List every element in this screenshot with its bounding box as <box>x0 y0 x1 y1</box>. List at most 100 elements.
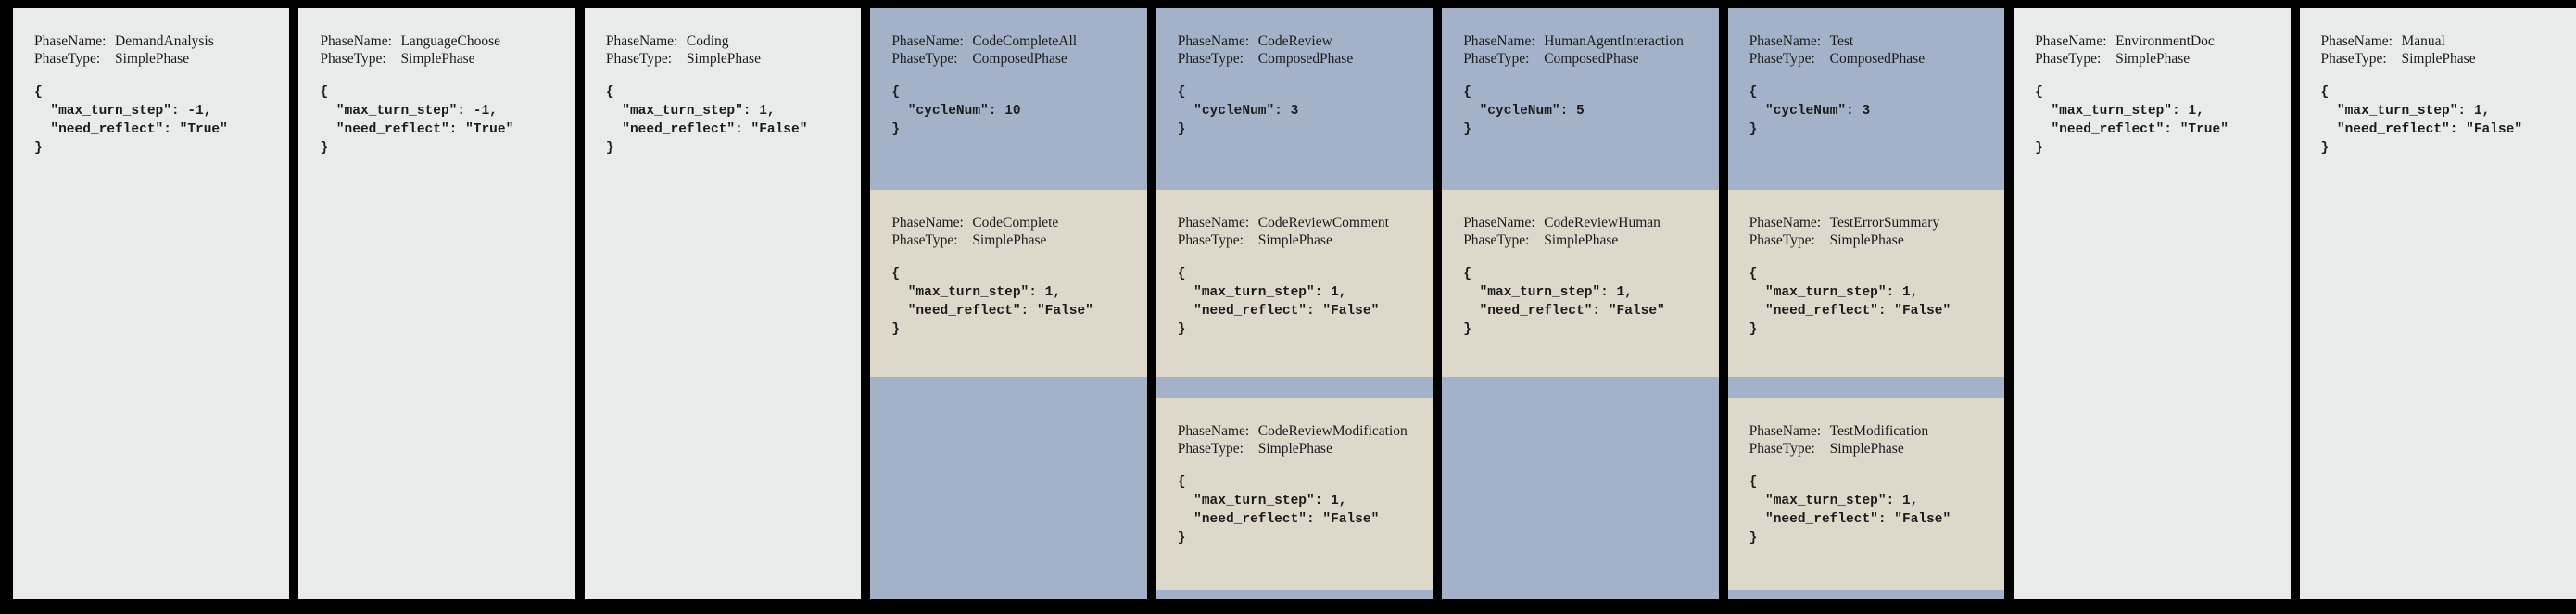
phase-type-label: PhaseType: <box>34 51 101 67</box>
phase-type-label: PhaseType: <box>1749 441 1815 457</box>
phase-name-value: Test <box>1829 33 1854 49</box>
phase-type-label: PhaseType: <box>320 51 386 67</box>
phase-column-manual: PhaseName:Manual PhaseType:SimplePhase {… <box>2299 8 2576 599</box>
phase-column-languagechoose: PhaseName: LanguageChoose PhaseType: Simpl… <box>298 8 575 599</box>
phase-name-label: PhaseName: <box>2320 33 2393 49</box>
phase-type-label: PhaseType: <box>1749 51 1815 67</box>
phase-type-value: SimplePhase <box>400 51 475 67</box>
phase-type-value: SimplePhase <box>1257 441 1332 457</box>
phase-column-demandanalysis: PhaseName: DemandAnalysis PhaseType: Simpl… <box>13 8 290 599</box>
phase-column-humanagentinteraction: PhaseName: HumanAgentInteraction PhaseTyp… <box>1442 8 1719 599</box>
composed-phase-header: PhaseName:Test PhaseType:ComposedPhase {… <box>1728 8 2004 190</box>
phase-name-label: PhaseName: <box>34 33 107 49</box>
phase-card: PhaseName: LanguageChoose PhaseType: Simpl… <box>298 8 575 157</box>
phase-name-label: PhaseName: <box>1177 423 1250 439</box>
subphase-card-content: PhaseName: CodeReviewHuman PhaseType: Simp… <box>1442 190 1718 339</box>
phase-type-value: ComposedPhase <box>1829 51 1926 67</box>
phase-config-json: { "max_turn_step": -1, "need_reflect": "… <box>34 85 228 156</box>
subphase-card-content: PhaseName:CodeComplete PhaseType:SimpleP… <box>870 190 1146 339</box>
phase-name-label: PhaseName: <box>1463 215 1535 231</box>
phase-type-value: SimplePhase <box>2401 51 2476 67</box>
phase-name-value: TestErrorSummary <box>1829 215 1940 231</box>
subphase-card-content: PhaseName: CodeReviewComment PhaseType: Si… <box>1156 190 1433 339</box>
phase-name-value: HumanAgentInteraction <box>1544 33 1684 49</box>
phase-type-value: SimplePhase <box>115 51 190 67</box>
composed-phase-header: PhaseName:CodeReview PhaseType:ComposedP… <box>1156 8 1433 190</box>
phase-type-label: PhaseType: <box>1177 441 1244 457</box>
phase-card: PhaseName:Manual PhaseType:SimplePhase {… <box>2300 8 2576 157</box>
phase-name-value: Manual <box>2401 33 2445 49</box>
phase-type-value: SimplePhase <box>686 51 761 67</box>
phase-type-value: SimplePhase <box>972 232 1047 248</box>
subphase-card-content: PhaseName: TestErrorSummary PhaseType: Sim… <box>1728 190 2004 339</box>
phase-name-label: PhaseName: <box>2035 33 2107 49</box>
subphase-card-content: PhaseName: CodeReviewModification PhaseTy… <box>1156 398 1433 547</box>
phase-name-value: TestModification <box>1829 423 1929 439</box>
phase-type-value: SimplePhase <box>1257 232 1332 248</box>
phase-config-json: { "max_turn_step": 1, "need_reflect": "F… <box>605 85 808 156</box>
phase-name-value: CodeReviewHuman <box>1544 215 1661 231</box>
phase-name-label: PhaseName: <box>1749 33 1822 49</box>
composed-phase-header: PhaseName:HumanAgentInteraction PhaseTyp… <box>1442 8 1718 190</box>
phase-config-json: { "max_turn_step": 1, "need_reflect": "F… <box>891 267 1093 337</box>
phase-config-json: { "max_turn_step": 1, "need_reflect": "F… <box>1463 267 1665 337</box>
phase-card: PhaseName: Coding PhaseType: SimplePhase {… <box>585 8 861 157</box>
phase-column-codereview: PhaseName: CodeReview PhaseType: ComposedP… <box>1155 8 1433 599</box>
phase-name-label: PhaseName: <box>1749 215 1822 231</box>
subphase-gap <box>1728 377 2004 398</box>
phase-config-json: { "max_turn_step": -1, "need_reflect": "… <box>320 85 514 156</box>
phase-config-json: { "max_turn_step": 1, "need_reflect": "F… <box>1177 267 1380 337</box>
phase-type-value: SimplePhase <box>2115 51 2191 67</box>
phase-type-label: PhaseType: <box>1463 232 1530 248</box>
subphase-card-testerrorsummary: PhaseName: TestErrorSummary PhaseType: Sim… <box>1727 190 2005 377</box>
phase-name-label: PhaseName: <box>1177 215 1250 231</box>
phase-column-test: PhaseName: Test PhaseType: ComposedPhase {… <box>1727 8 2005 599</box>
phase-type-label: PhaseType: <box>891 51 958 67</box>
phase-type-value: SimplePhase <box>1829 441 1904 457</box>
phase-config-json: { "max_turn_step": 1, "need_reflect": "F… <box>1177 475 1380 545</box>
phase-name-label: PhaseName: <box>891 33 964 49</box>
phase-config-json: { "max_turn_step": 1, "need_reflect": "T… <box>2035 85 2229 156</box>
phase-column-environmentdoc: PhaseName: EnvironmentDoc PhaseType: Simpl… <box>2014 8 2291 599</box>
subphase-gap <box>1156 377 1433 398</box>
phase-type-label: PhaseType: <box>605 51 673 67</box>
phase-name-value: EnvironmentDoc <box>2115 33 2215 49</box>
phase-name-label: PhaseName: <box>1177 33 1250 49</box>
phase-column-codecompleteall: PhaseName: CodeCompleteAll PhaseType: Comp… <box>870 8 1147 599</box>
phase-config-json: { "max_turn_step": 1, "need_reflect": "F… <box>2320 85 2523 156</box>
subphase-card-codecomplete: PhaseName:CodeComplete PhaseType:SimpleP… <box>870 190 1147 377</box>
phase-card: PhaseName: EnvironmentDoc PhaseType: Simpl… <box>2014 8 2290 157</box>
phase-name-value: DemandAnalysis <box>115 33 214 49</box>
phase-column-coding: PhaseName: Coding PhaseType: SimplePhase {… <box>584 8 862 599</box>
phase-name-label: PhaseName: <box>320 33 392 49</box>
phase-config-json: { "cycleNum": 5 } <box>1463 85 1585 137</box>
phase-type-value: ComposedPhase <box>972 51 1067 67</box>
phase-name-value: CodeReviewComment <box>1257 215 1389 231</box>
phase-name-value: CodeCompleteAll <box>972 33 1078 49</box>
phase-name-value: CodeReview <box>1257 33 1332 49</box>
phase-type-value: SimplePhase <box>1829 232 1904 248</box>
phase-type-value: ComposedPhase <box>1257 51 1354 67</box>
phase-name-value: Coding <box>686 33 729 49</box>
phase-name-label: PhaseName: <box>1749 423 1822 439</box>
phase-name-label: PhaseName: <box>891 215 964 231</box>
phase-name-value: CodeComplete <box>972 215 1059 231</box>
subphase-card-codereviewhuman: PhaseName: CodeReviewHuman PhaseType: Simp… <box>1442 190 1719 377</box>
phase-config-json: { "max_turn_step": 1, "need_reflect": "F… <box>1749 267 1951 337</box>
phase-name-value: CodeReviewModification <box>1257 423 1408 439</box>
phase-config-json: { "cycleNum": 10 } <box>891 85 1021 137</box>
subphase-card-testmodification: PhaseName: TestModification PhaseType: Sim… <box>1727 398 2005 590</box>
phase-type-label: PhaseType: <box>2035 51 2102 67</box>
phase-name-label: PhaseName: <box>605 33 678 49</box>
phase-type-value: ComposedPhase <box>1544 51 1639 67</box>
phase-type-label: PhaseType: <box>1177 232 1244 248</box>
phase-type-value: SimplePhase <box>1544 232 1619 248</box>
phase-type-label: PhaseType: <box>1749 232 1815 248</box>
subphase-card-content: PhaseName: TestModification PhaseType: Sim… <box>1728 398 2004 547</box>
phase-name-value: LanguageChoose <box>400 33 501 49</box>
phase-card: PhaseName: DemandAnalysis PhaseType: Simpl… <box>13 8 289 157</box>
composed-phase-header: PhaseName: CodeCompleteAll PhaseType: Comp… <box>870 8 1146 190</box>
subphase-card-codereviewmodification: PhaseName: CodeReviewModification PhaseTy… <box>1155 398 1433 590</box>
subphase-card-codereviewcomment: PhaseName: CodeReviewComment PhaseType: Si… <box>1155 190 1433 377</box>
